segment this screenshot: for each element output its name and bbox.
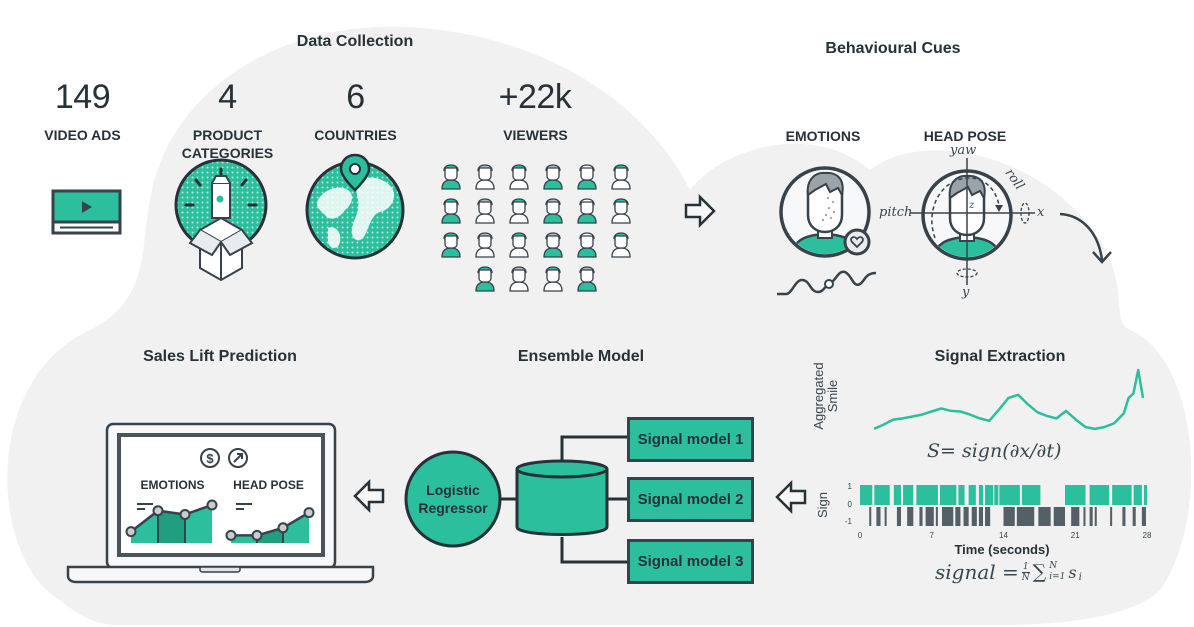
screen-emotions-label: EMOTIONS [140,478,205,492]
fraction-denominator: N [1021,572,1030,583]
viewers-label: VIEWERS [503,127,568,143]
signal-formula: signal = 1 N ∑ N i=1 s i [935,560,1082,584]
sign-axis-label: Sign [815,491,830,518]
signal-model-2-box: Signal model 2 [627,477,754,522]
smile-axis-label-line2: Smile [825,379,840,413]
sum-term: s [1068,562,1077,582]
sign-formula: S= sign(∂x/∂t) [927,440,1062,462]
viewers-count: +22k [498,78,572,116]
regressor-line2: Regressor [418,500,488,516]
sum-upper-limit: N [1049,561,1058,571]
y-axis-label: y [962,285,970,300]
video-ads-count: 149 [54,78,111,116]
countries-label: COUNTRIES [314,127,397,143]
pitch-axis-label: pitch [879,205,913,220]
sum-symbol: ∑ [1032,561,1047,583]
time-axis-label: Time (seconds) [954,542,1050,557]
behavioural-cues-title: Behavioural Cues [825,40,961,57]
sales-lift-title: Sales Lift Prediction [143,348,297,365]
sum-limits: N i=1 [1049,561,1065,583]
sum-term-subscript: i [1078,571,1082,583]
head-pose-label: HEAD POSE [923,128,1007,144]
product-categories-label: PRODUCT CATEGORIES [181,127,274,161]
ensemble-model-title: Ensemble Model [517,348,645,365]
signal-formula-fraction: 1 N [1021,561,1030,583]
signal-model-3-box: Signal model 3 [627,539,754,584]
emotions-label: EMOTIONS [785,128,861,144]
sum-lower-limit: i=1 [1049,572,1066,582]
smile-axis-label: Aggregated Smile [811,360,840,432]
yaw-axis-label: yaw [950,143,977,158]
signal-extraction-title: Signal Extraction [934,348,1066,365]
data-collection-title: Data Collection [296,33,414,50]
regressor-line1: Logistic [426,482,480,498]
video-ads-label: VIDEO ADS [44,127,121,143]
signal-formula-lhs: signal = [935,560,1019,584]
fraction-numerator: 1 [1021,561,1030,573]
smile-axis-label-line1: Aggregated [811,362,826,430]
screen-head-pose-label: HEAD POSE [233,478,304,492]
x-axis-label: x [1037,205,1045,220]
signal-model-1-box: Signal model 1 [627,417,754,462]
z-axis-label: z [969,200,975,211]
countries-count: 6 [346,78,365,116]
logistic-regressor-label: Logistic Regressor [406,481,500,517]
product-categories-count: 4 [218,78,237,116]
